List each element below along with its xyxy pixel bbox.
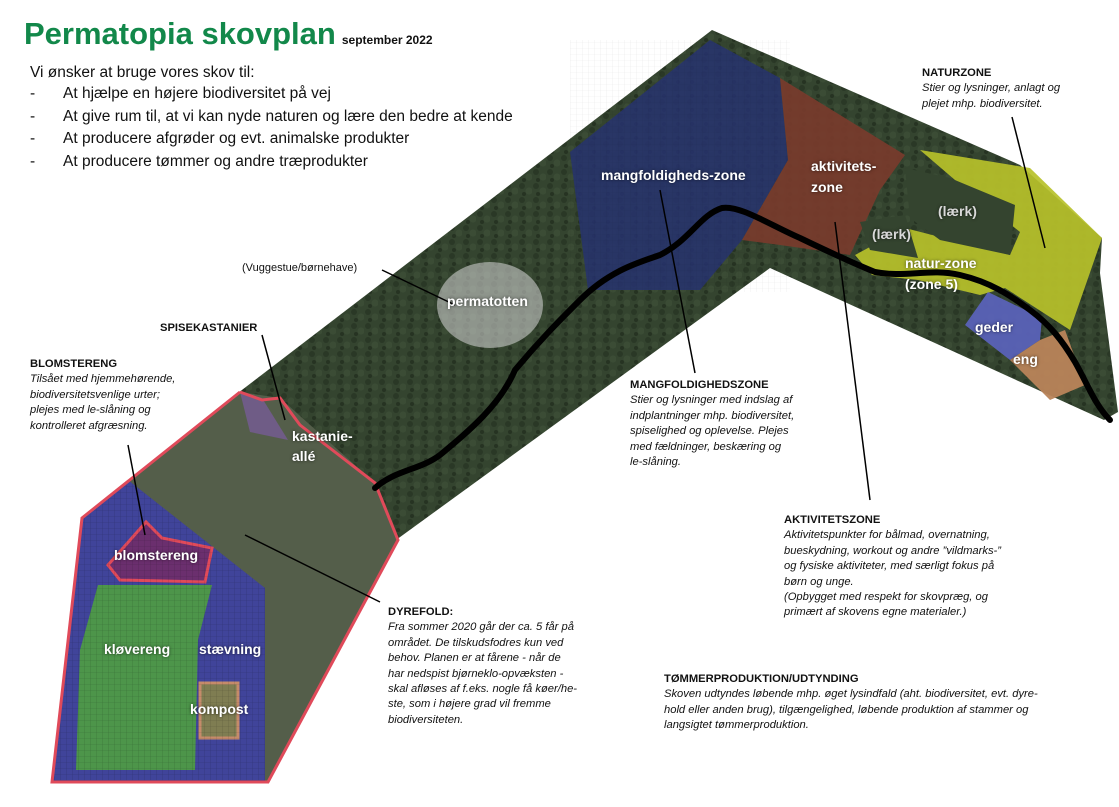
note-line: Stier og lysninger med indslag af <box>630 394 793 407</box>
note-heading: DYREFOLD: <box>388 606 454 618</box>
note-spisekastanier: SPISEKASTANIER <box>160 321 257 336</box>
note-line: Fra sommer 2020 går der ca. 5 får på <box>388 621 574 634</box>
goals-list: At hjælpe en højere biodiversitet på vej… <box>30 83 513 173</box>
label-permatotten: permatotten <box>447 293 528 309</box>
leader-aktivitet <box>834 221 871 501</box>
leader-naturzone <box>1011 116 1046 249</box>
label-laerk-1: (lærk) <box>938 203 977 219</box>
note-line: spiselighed og oplevelse. Plejes <box>630 425 789 438</box>
note-line: skal afløses af f.eks. nogle få køer/he- <box>388 683 578 696</box>
note-line: plejes med le-slåning og <box>30 404 151 417</box>
note-dyrefold: DYREFOLD: Fra sommer 2020 går der ca. 5 … <box>388 605 577 728</box>
note-line: Tilsået med hjemmehørende, <box>30 373 176 386</box>
goals-intro: Vi ønsker at bruge vores skov til: <box>30 64 255 81</box>
plan-date: september 2022 <box>341 33 433 47</box>
label-mangfoldigheds-zone: mangfoldigheds-zone <box>601 167 746 183</box>
note-heading: AKTIVITETSZONE <box>784 514 881 526</box>
label-kompost: kompost <box>190 701 249 717</box>
note-mangfoldighedszone: MANGFOLDIGHEDSZONE Stier og lysninger me… <box>630 378 794 470</box>
note-line: indplantninger mhp. biodiversitet, <box>630 409 795 422</box>
note-line: le-slåning. <box>630 456 681 469</box>
note-tommerproduktion: TØMMERPRODUKTION/UDTYNDING Skoven udtynd… <box>664 672 1038 734</box>
note-naturzone: NATURZONE Stier og lysninger, anlagt og … <box>922 66 1060 112</box>
geder-area <box>965 292 1042 360</box>
aktivitets-area <box>742 78 905 255</box>
note-line: plejet mhp. biodiversitet. <box>922 97 1043 110</box>
laerk-area-1 <box>905 168 1015 255</box>
goal-item: At producere tømmer og andre træprodukte… <box>30 151 513 174</box>
note-line: ste, som i højere grad vil fremme <box>388 698 551 711</box>
note-blomstereng: BLOMSTERENG Tilsået med hjemmehørende, b… <box>30 357 175 434</box>
note-line: langsigtet tømmerproduktion. <box>664 719 809 732</box>
dyrefold-fence <box>50 390 400 784</box>
leader-spisekastanier <box>261 334 286 421</box>
note-line: Aktivitetspunkter for bålmad, overnatnin… <box>784 529 990 542</box>
label-kastanie-1: kastanie- <box>292 428 353 444</box>
note-heading: NATURZONE <box>922 67 992 79</box>
label-laerk-2: (lærk) <box>872 226 911 242</box>
note-line: biodiversitetsvenlige urter; <box>30 388 160 401</box>
note-line: bueskydning, workout og andre ”vildmarks… <box>784 544 1002 557</box>
note-line: biodiversiteten. <box>388 713 464 726</box>
label-aktivitets-zone-1: aktivitets- <box>811 158 877 174</box>
leader-vuggestue <box>381 269 456 306</box>
leader-dyrefold <box>244 534 381 603</box>
note-line: Skoven udtyndes løbende mhp. øget lysind… <box>664 688 1038 701</box>
note-line: kontrolleret afgræsning. <box>30 419 148 432</box>
laerk-area-2 <box>860 215 918 258</box>
label-kastanie-2: allé <box>292 448 316 464</box>
note-line: har nedspist bjørneklo-opvæksten - <box>388 667 564 680</box>
label-geder: geder <box>975 319 1014 335</box>
note-aktivitetszone: AKTIVITETSZONE Aktivitetspunkter for bål… <box>784 513 1001 621</box>
note-line: området. De tilskudsfodres kun ved <box>388 636 564 649</box>
label-blomstereng: blomstereng <box>114 547 199 563</box>
label-kloevereng: kløvereng <box>104 641 171 657</box>
note-heading: TØMMERPRODUKTION/UDTYNDING <box>664 673 859 685</box>
note-heading: BLOMSTERENG <box>30 358 118 370</box>
note-heading: SPISEKASTANIER <box>160 322 258 334</box>
kastanie-strip <box>240 392 288 440</box>
walking-path <box>372 204 1113 491</box>
label-natur-zone-1: natur-zone <box>905 255 977 271</box>
permatotten-area <box>437 262 543 348</box>
label-vuggestue: (Vuggestue/børnehave) <box>242 262 358 274</box>
note-line: primært af skovens egne materialer.) <box>784 606 967 619</box>
goal-item: At give rum til, at vi kan nyde naturen … <box>30 106 513 129</box>
note-line: og fysiske aktiviteter, med særligt foku… <box>784 560 995 573</box>
label-natur-zone-2: (zone 5) <box>905 276 958 292</box>
label-staevning: stævning <box>199 641 262 657</box>
note-line: med fældninger, beskæring og <box>630 440 782 453</box>
note-line: (Opbygget med respekt for skovpræg, og <box>784 591 988 604</box>
note-heading: MANGFOLDIGHEDSZONE <box>630 379 769 391</box>
goal-item: At hjælpe en højere biodiversitet på vej <box>30 83 513 106</box>
label-aktivitets-zone-2: zone <box>811 179 843 195</box>
note-line: behov. Planen er at fårene - når de <box>388 652 561 665</box>
note-line: hold eller anden brug), tilgængelighed, … <box>664 703 1029 716</box>
note-line: Stier og lysninger, anlagt og <box>922 82 1061 95</box>
leader-mangfoldighed <box>659 189 696 374</box>
goal-item: At producere afgrøder og evt. animalske … <box>30 128 513 151</box>
leader-blomstereng <box>127 444 146 536</box>
naturzone-area <box>855 150 1102 330</box>
label-eng: eng <box>1013 351 1038 367</box>
note-line: børn og unge. <box>784 575 854 588</box>
